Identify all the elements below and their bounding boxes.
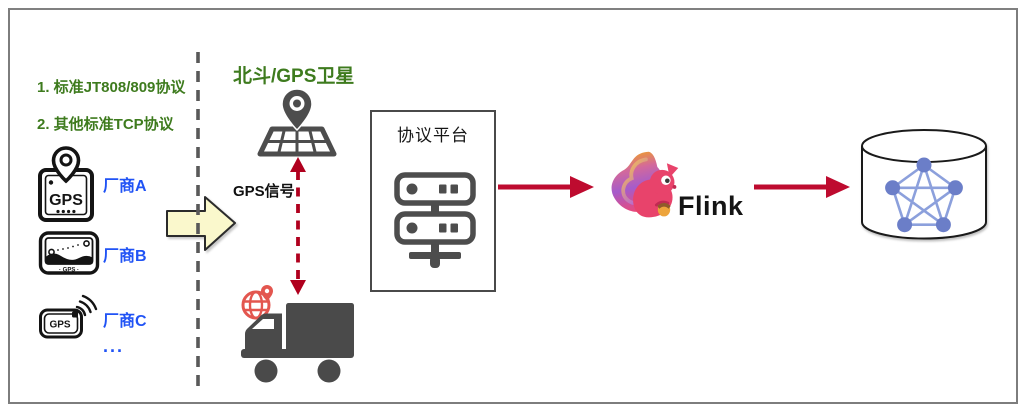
- arrow-platform-to-flink: [498, 176, 594, 198]
- gps-module-device-icon: GPS: [39, 294, 98, 339]
- diagram-frame: [8, 8, 1018, 404]
- protocol-note-1: 1. 标准JT808/809协议: [37, 79, 186, 96]
- satellite-title: 北斗/GPS卫星: [233, 66, 355, 87]
- vendor-c-label: 厂商C: [103, 313, 147, 330]
- dashed-separator-line: [196, 52, 200, 386]
- truck-body: [241, 303, 354, 383]
- red-globe-pin-icon: [241, 285, 273, 320]
- gps-tracker-device-icon: GPS: [38, 146, 94, 222]
- device-b-gps-text: · GPS ·: [59, 268, 79, 274]
- device-c-gps-text: GPS: [49, 320, 70, 331]
- vendor-b-label: 厂商B: [103, 248, 147, 265]
- graph-nodes: [885, 157, 963, 233]
- yellow-block-arrow-icon: [166, 196, 236, 251]
- vendors-more-ellipsis: ...: [103, 336, 125, 356]
- protocol-platform-title: 协议平台: [397, 126, 469, 145]
- arrow-flink-to-storage: [754, 176, 850, 198]
- truck-with-gps-globe-icon: [241, 285, 354, 383]
- device-a-gps-text: GPS: [49, 192, 83, 209]
- graph-database-icon: [861, 129, 987, 240]
- server-stack-icon: [394, 172, 476, 268]
- protocol-note-2: 2. 其他标准TCP协议: [37, 116, 174, 133]
- vendor-a-label: 厂商A: [103, 178, 147, 195]
- flink-squirrel-logo: [611, 151, 679, 218]
- gps-navigator-device-icon: · GPS ·: [38, 231, 100, 275]
- flink-label: Flink: [678, 191, 744, 221]
- gps-signal-label: GPS信号: [233, 183, 295, 200]
- gps-signal-dashed-arrow: [290, 157, 306, 295]
- map-pin-icon: [257, 88, 337, 157]
- protocol-platform-box: 协议平台: [370, 110, 496, 292]
